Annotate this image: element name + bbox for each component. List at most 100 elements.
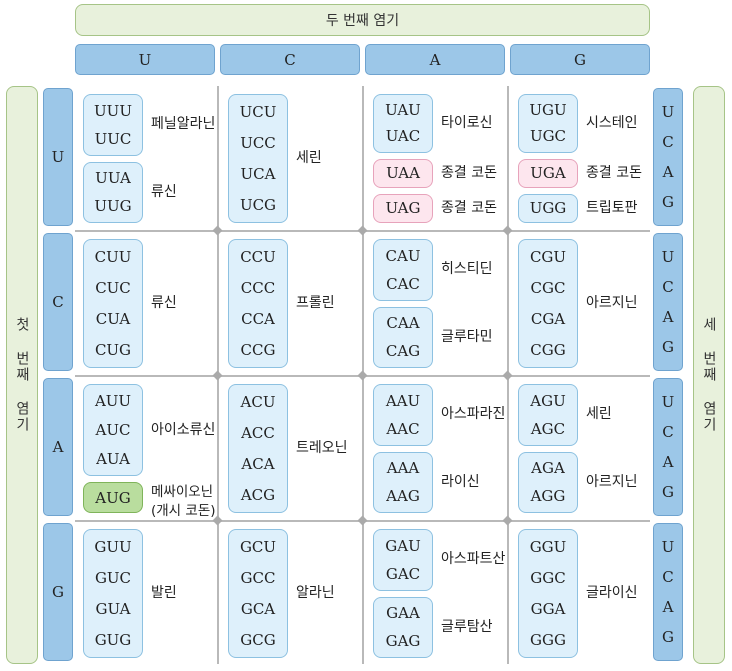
codon-label: GAA (386, 604, 420, 623)
codon-label: AUC (95, 421, 131, 440)
codon-label: GCC (240, 569, 276, 588)
codon-label: GGU (529, 538, 567, 557)
third-base-label: G (662, 627, 674, 646)
grid-intersection-marker (212, 370, 223, 381)
start-codon-box: AUG (83, 482, 143, 513)
codon-label: GUA (95, 599, 131, 618)
codon-box: GUU GUC GUA GUG (83, 529, 143, 658)
codon-label: CGG (530, 340, 566, 359)
amino-acid-label: 메싸이오닌 (개시 코돈) (151, 484, 216, 519)
grid-intersection-marker (212, 225, 223, 236)
third-base-label: A (662, 307, 674, 326)
codon-label: GGA (530, 599, 566, 618)
codon-label: AUU (94, 392, 132, 411)
first-base-header-g: G (43, 523, 73, 661)
codon-label: CAA (386, 314, 420, 333)
grid-intersection-marker (357, 515, 368, 526)
amino-acid-label: 라이신 (441, 473, 480, 490)
third-base-label: G (662, 482, 674, 501)
amino-acid-label: 프롤린 (296, 295, 335, 312)
codon-label: UCU (239, 103, 277, 122)
codon-label: AGA (531, 459, 565, 478)
codon-label: UAA (386, 164, 420, 183)
third-base-label: A (662, 597, 674, 616)
codon-label: UGC (529, 127, 567, 146)
codon-box: AUU AUC AUA (83, 384, 143, 477)
codon-label: UAG (385, 199, 421, 218)
codon-label: UCC (240, 134, 276, 153)
first-base-title: 첫 번째 염기 (6, 86, 38, 664)
codon-label: GAC (385, 564, 421, 583)
amino-acid-label: 페닐알라닌 (151, 116, 216, 133)
codon-label: GCG (240, 630, 276, 649)
third-base-label: U (661, 247, 675, 266)
codon-label: CAU (385, 246, 421, 265)
amino-acid-label: 글라이신 (586, 585, 638, 602)
third-base-column-u: U C A G (653, 88, 683, 226)
amino-acid-label: 트립토판 (586, 199, 638, 216)
second-base-header-a: A (365, 44, 505, 75)
codon-label: ACC (241, 424, 275, 443)
amino-acid-label: 종결 코돈 (441, 164, 497, 181)
amino-acid-label: 시스테인 (586, 114, 638, 131)
codon-label: AUG (95, 488, 131, 507)
first-base-header-u: U (43, 88, 73, 226)
amino-acid-label: 발린 (151, 585, 177, 602)
third-base-label: C (662, 132, 674, 151)
amino-acid-label: 류신 (151, 183, 177, 200)
amino-acid-label: 히스티딘 (441, 261, 493, 278)
codon-label: UGA (530, 164, 566, 183)
grid-intersection-marker (502, 225, 513, 236)
third-base-label: G (662, 337, 674, 356)
codon-label: UUG (94, 197, 132, 216)
grid-intersection-marker (357, 370, 368, 381)
codon-label: CUC (95, 279, 131, 298)
codon-box: UGG (518, 193, 578, 223)
third-base-label: C (662, 422, 674, 441)
amino-acid-label: 글루타민 (441, 328, 493, 345)
codon-label: GUU (94, 538, 132, 557)
codon-label: AAA (386, 459, 420, 478)
codon-label: CUG (94, 340, 132, 359)
first-base-header-c: C (43, 233, 73, 371)
codon-label: GAU (385, 536, 421, 555)
third-base-label: C (662, 567, 674, 586)
amino-acid-label: 세린 (296, 150, 322, 167)
codon-box: AAA AAG (373, 451, 433, 513)
stop-codon-box: UAG (373, 193, 433, 223)
amino-acid-label: 세린 (586, 406, 612, 423)
amino-acid-label: 트레오닌 (296, 440, 348, 457)
third-base-column-a: U C A G (653, 378, 683, 516)
codon-label: AAG (386, 487, 420, 506)
third-base-label: C (662, 277, 674, 296)
codon-label: AGU (530, 391, 566, 410)
codon-label: CAG (385, 342, 421, 361)
grid-intersection-marker (502, 515, 513, 526)
codon-label: GUC (94, 569, 132, 588)
third-base-column-g: U C A G (653, 523, 683, 661)
grid-intersection-marker (502, 370, 513, 381)
codon-label: CAC (386, 274, 420, 293)
third-base-title-text: 세 번째 염기 (701, 317, 717, 433)
codon-label: AAU (385, 391, 421, 410)
third-base-column-c: U C A G (653, 233, 683, 371)
first-base-title-text: 첫 번째 염기 (14, 317, 30, 433)
second-base-header-u: U (75, 44, 215, 75)
codon-label: UUA (95, 169, 131, 188)
codon-box: GAU GAC (373, 529, 433, 591)
codon-label: UCG (239, 195, 277, 214)
stop-codon-box: UGA (518, 158, 578, 188)
codon-label: AUA (96, 449, 130, 468)
codon-label: UUU (94, 101, 132, 120)
codon-label: GCU (239, 538, 277, 557)
codon-label: GUG (94, 630, 132, 649)
codon-label: AAC (386, 419, 420, 438)
amino-acid-label: 아스파트산 (441, 551, 506, 568)
